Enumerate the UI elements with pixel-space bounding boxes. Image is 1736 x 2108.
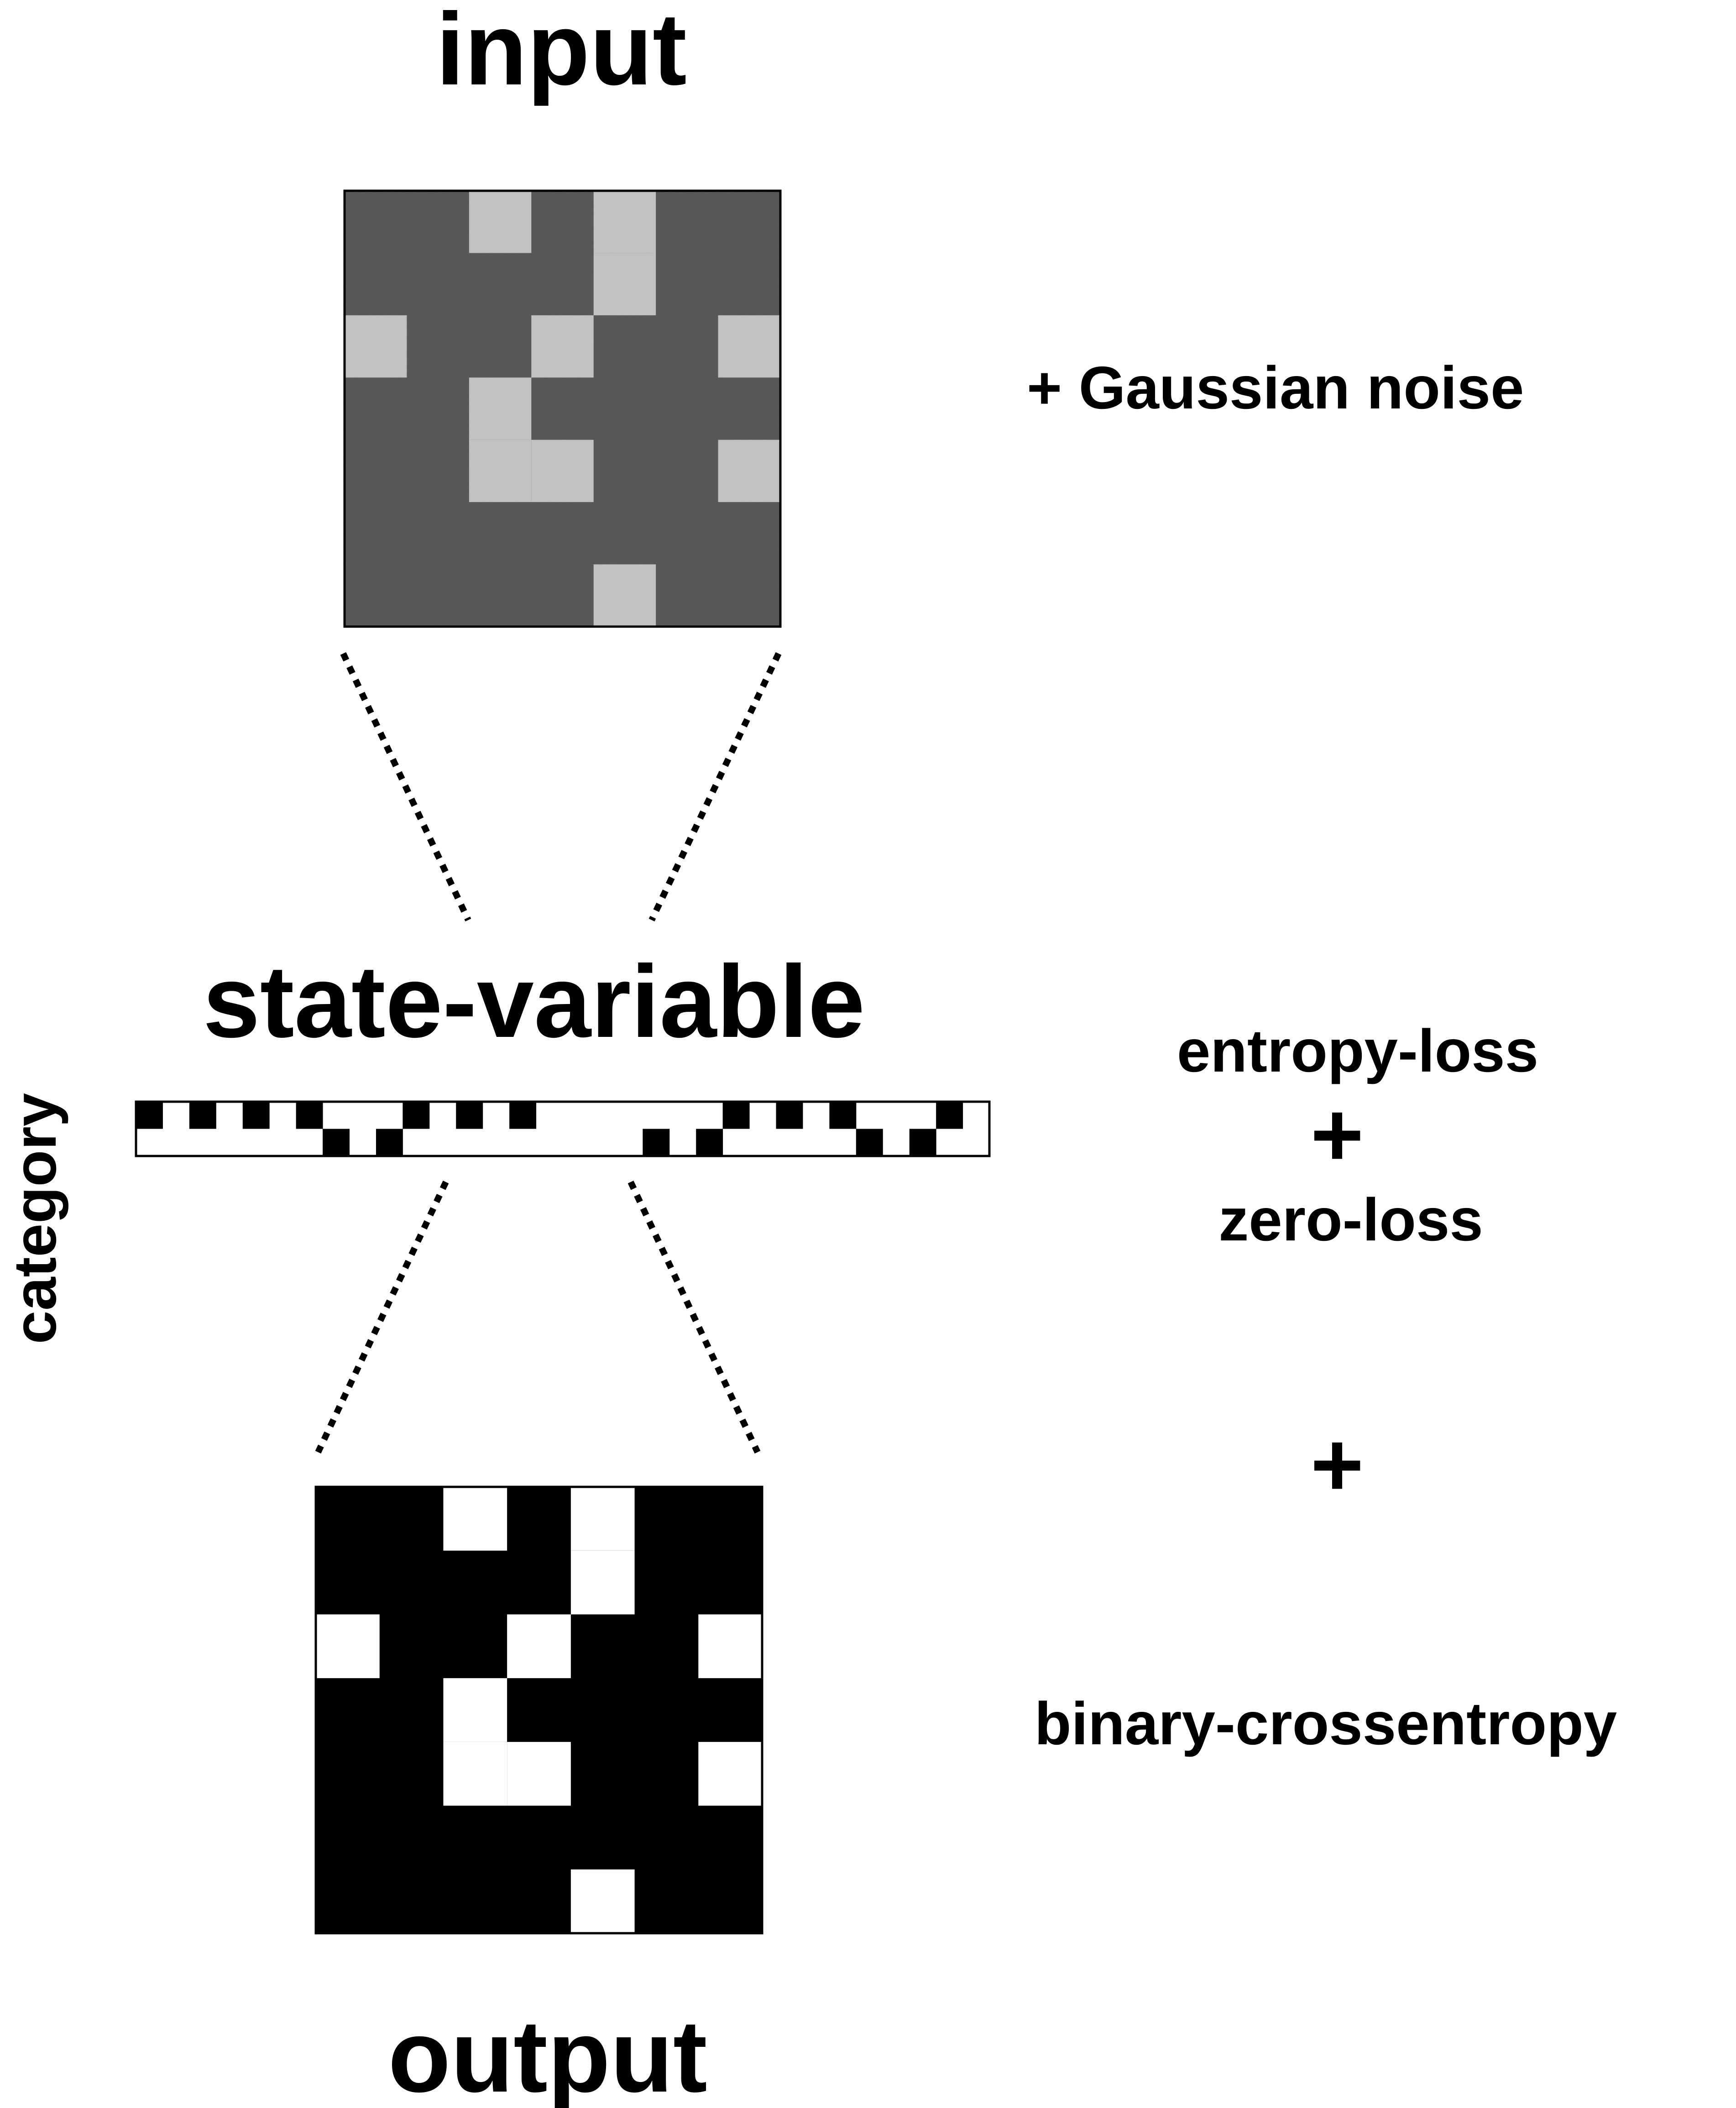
entropy-loss-label: entropy-loss — [1177, 1017, 1538, 1084]
state-bit-21 — [696, 1129, 723, 1156]
state-variable-vector — [135, 1100, 991, 1157]
state-bit-9 — [376, 1129, 403, 1156]
state-bit-2 — [189, 1102, 216, 1129]
state-bit-27 — [856, 1129, 883, 1156]
state-bit-26 — [829, 1102, 857, 1129]
output-cell-r1-c4 — [570, 1550, 635, 1615]
state-variable-title: state-variable — [203, 944, 865, 1059]
input-noise-overlay — [345, 191, 780, 627]
connector-input-right — [648, 652, 782, 922]
input-grid — [343, 189, 782, 628]
output-cell-r6-c4 — [570, 1869, 635, 1933]
state-bit-22 — [722, 1102, 750, 1129]
input-grid-border — [343, 189, 782, 628]
state-bit-14 — [509, 1102, 537, 1129]
connector-input-left — [340, 652, 471, 921]
zero-loss-label: zero-loss — [1218, 1186, 1483, 1253]
output-cell-r4-c6 — [698, 1742, 762, 1806]
output-grid-border — [314, 1486, 763, 1935]
category-label: category — [1, 1093, 68, 1344]
state-bit-12 — [456, 1102, 483, 1129]
output-cell-r2-c3 — [507, 1614, 571, 1679]
output-title: output — [388, 1998, 707, 2108]
output-cell-r2-c6 — [698, 1614, 762, 1679]
output-grid-background — [316, 1487, 762, 1933]
gaussian-noise-label: + Gaussian noise — [1027, 354, 1524, 421]
state-bit-10 — [403, 1102, 430, 1129]
state-bit-4 — [242, 1102, 270, 1129]
output-cell-r0-c4 — [570, 1487, 635, 1551]
state-bit-29 — [909, 1129, 936, 1156]
output-cell-r4-c2 — [443, 1742, 507, 1806]
state-bit-0 — [136, 1102, 163, 1129]
state-bit-19 — [643, 1129, 670, 1156]
state-vector-border — [135, 1100, 991, 1157]
output-cell-r2-c0 — [316, 1614, 380, 1679]
binary-crossentropy-label: binary-crossentropy — [1035, 1690, 1617, 1757]
connector-output-right — [627, 1181, 761, 1454]
plus-sign-upper: + — [1311, 1084, 1364, 1186]
output-grid — [314, 1486, 763, 1935]
state-bit-7 — [323, 1129, 350, 1156]
input-title: input — [436, 0, 687, 106]
plus-sign-lower: + — [1311, 1414, 1364, 1516]
state-bit-24 — [776, 1102, 803, 1129]
connector-output-left — [315, 1181, 449, 1454]
output-cell-r0-c2 — [443, 1487, 507, 1551]
state-bit-6 — [296, 1102, 323, 1129]
output-cell-r4-c3 — [507, 1742, 571, 1806]
state-bit-30 — [936, 1102, 963, 1129]
output-cell-r3-c2 — [443, 1678, 507, 1742]
